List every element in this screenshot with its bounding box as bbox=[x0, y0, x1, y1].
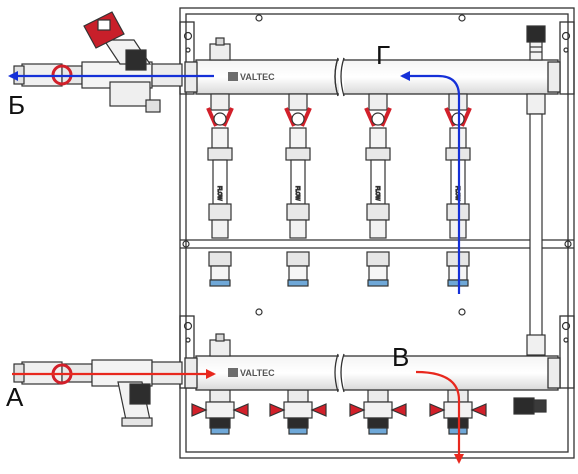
arrow-flow-g-return bbox=[400, 71, 461, 294]
lower-end-plug bbox=[513, 397, 547, 415]
bypass-pipe bbox=[526, 93, 546, 356]
lower-valve-handle-icon bbox=[390, 403, 407, 417]
label-flow-b: Б bbox=[8, 90, 26, 120]
lower-valve-handle-icon bbox=[349, 403, 366, 417]
label-flow-g: Г bbox=[376, 40, 391, 70]
label-flow-v: В bbox=[392, 342, 410, 372]
circuit-column: FLOW bbox=[191, 93, 249, 435]
lower-valve-handle-icon bbox=[269, 403, 286, 417]
mounting-frame bbox=[179, 7, 575, 459]
flowmeter-label: FLOW bbox=[294, 186, 300, 201]
lower-valve-handle-icon bbox=[429, 403, 446, 417]
drain-valve-upper bbox=[209, 37, 231, 61]
balancing-valve-handle bbox=[83, 11, 125, 49]
lower-valve-handle-icon bbox=[191, 403, 208, 417]
flowmeter-label: FLOW bbox=[454, 186, 460, 201]
circuits-group: FLOW FLOW FLOW FLOW bbox=[191, 93, 487, 435]
frame-holes bbox=[182, 14, 572, 343]
circuit-column: FLOW bbox=[269, 93, 327, 435]
lower-brand-logo: VALTEC bbox=[228, 368, 275, 378]
brand-text-lower: VALTEC bbox=[240, 368, 275, 378]
circuit-column: FLOW bbox=[349, 93, 407, 435]
arrow-flow-v-supply bbox=[415, 370, 464, 464]
label-flow-a: А bbox=[6, 382, 24, 412]
brand-text-upper: VALTEC bbox=[240, 72, 275, 82]
lower-inlet-assembly bbox=[13, 359, 183, 427]
upper-brand-logo: VALTEC bbox=[228, 72, 275, 82]
flowmeter-handle-icon bbox=[284, 107, 312, 127]
air-vent bbox=[526, 25, 546, 61]
flowmeter-handle-icon bbox=[444, 107, 472, 127]
drain-valve-lower bbox=[209, 333, 231, 357]
upper-manifold bbox=[184, 57, 561, 97]
flowmeter-handle-icon bbox=[364, 107, 392, 127]
flowmeter-handle-icon bbox=[206, 107, 234, 127]
lower-valve-handle-icon bbox=[470, 403, 487, 417]
lower-valve-handle-icon bbox=[310, 403, 327, 417]
flowmeter-label: FLOW bbox=[374, 186, 380, 201]
flowmeter-label: FLOW bbox=[216, 186, 222, 201]
lower-valve-handle-icon bbox=[232, 403, 249, 417]
